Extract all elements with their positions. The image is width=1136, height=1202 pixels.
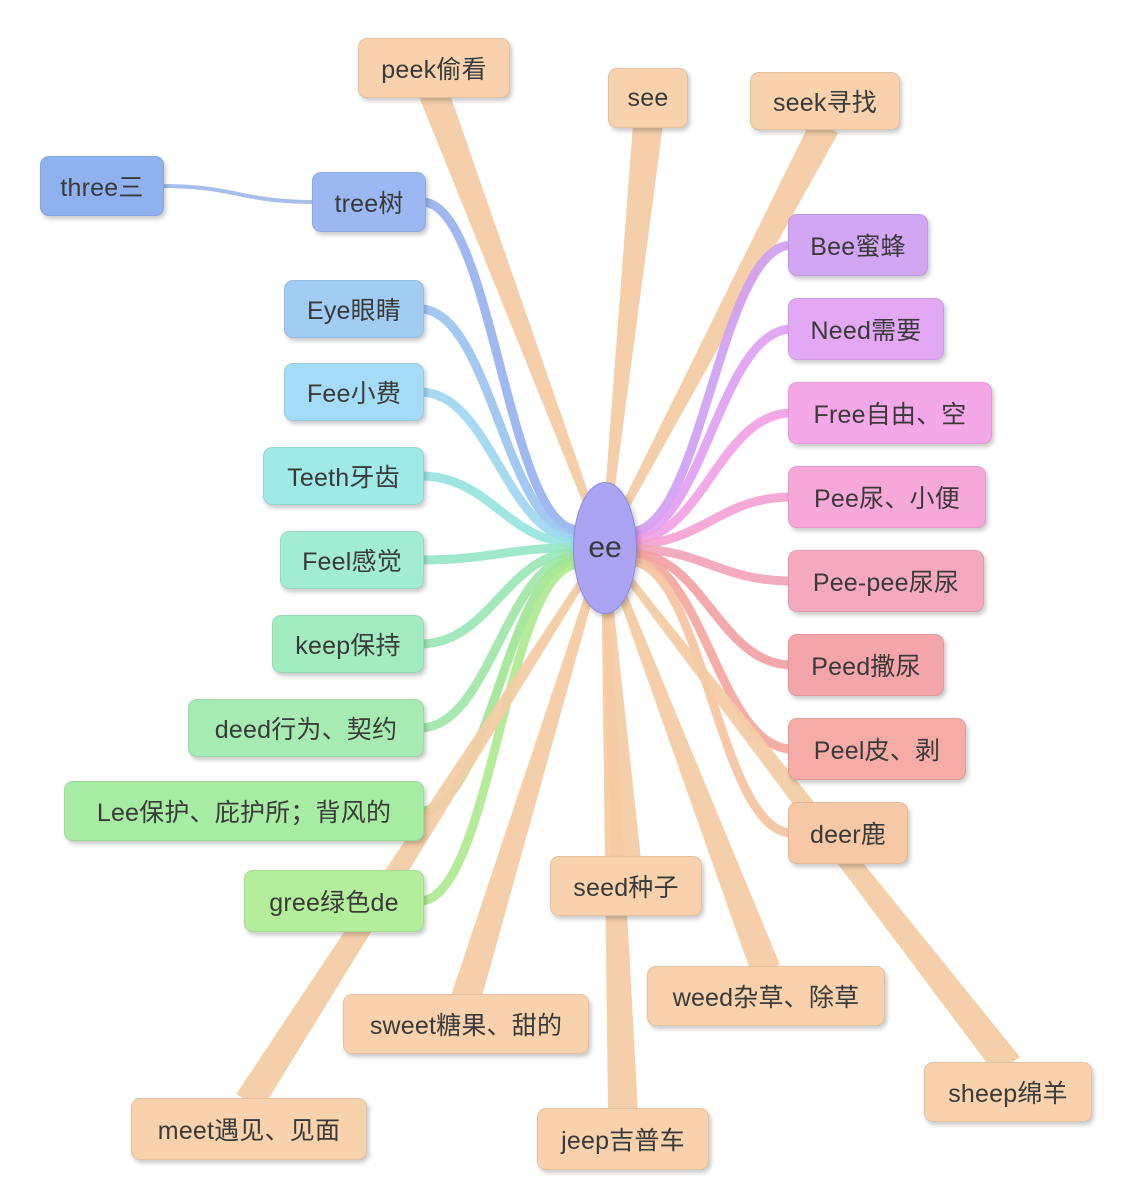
connector-center-free <box>625 408 797 545</box>
connector-center-pee <box>625 492 797 549</box>
node-three[interactable]: three三 <box>40 156 164 216</box>
node-teeth[interactable]: Teeth牙齿 <box>263 447 424 505</box>
connector-center-peel <box>625 552 797 754</box>
connector-center-gree <box>415 560 583 906</box>
node-bee[interactable]: Bee蜜蜂 <box>788 214 928 276</box>
connector-center-fee <box>415 387 583 544</box>
connector-center-eye <box>415 304 583 540</box>
node-tree[interactable]: tree树 <box>312 172 426 232</box>
connector-center-peed <box>625 548 797 670</box>
connector-center-tree <box>417 197 583 535</box>
node-gree[interactable]: gree绿色de <box>244 870 424 932</box>
connector-center-bee <box>625 240 797 537</box>
connector-center-seek <box>601 119 839 549</box>
connector-center-deed <box>415 551 583 733</box>
node-jeep[interactable]: jeep吉普车 <box>537 1108 709 1170</box>
connector-center-feel <box>415 543 583 565</box>
node-seek[interactable]: seek寻找 <box>750 72 900 130</box>
connector-center-need <box>625 324 797 541</box>
connector-tree-three <box>158 184 318 204</box>
node-peel[interactable]: Peel皮、剥 <box>788 718 966 780</box>
node-sweet[interactable]: sweet糖果、甜的 <box>343 994 589 1054</box>
node-seed[interactable]: seed种子 <box>550 856 702 916</box>
center-node-ee[interactable]: ee <box>573 482 637 614</box>
connector-center-see <box>601 122 663 548</box>
connector-center-weed <box>601 545 781 976</box>
connector-center-deer <box>625 556 797 838</box>
connector-center-teeth <box>415 471 583 548</box>
node-meet[interactable]: meet遇见、见面 <box>131 1098 367 1160</box>
node-free[interactable]: Free自由、空 <box>788 382 992 444</box>
node-deed[interactable]: deed行为、契约 <box>188 699 424 757</box>
node-feel[interactable]: Feel感觉 <box>280 531 424 589</box>
node-sheep[interactable]: sheep绵羊 <box>924 1062 1092 1122</box>
node-pee-pee[interactable]: Pee-pee尿尿 <box>788 550 984 612</box>
connector-center-keep <box>415 547 583 649</box>
node-peek[interactable]: peek偷看 <box>358 38 510 98</box>
node-eye[interactable]: Eye眼睛 <box>284 280 424 338</box>
node-peed[interactable]: Peed撒尿 <box>788 634 944 696</box>
node-weed[interactable]: weed杂草、除草 <box>647 966 885 1026</box>
node-pee[interactable]: Pee尿、小便 <box>788 466 986 528</box>
node-lee[interactable]: Lee保护、庇护所；背风的 <box>64 781 424 841</box>
node-keep[interactable]: keep保持 <box>272 615 424 673</box>
connector-center-jeep <box>601 546 638 1113</box>
node-need[interactable]: Need需要 <box>788 298 944 360</box>
connector-center-sweet <box>451 546 607 1003</box>
node-deer[interactable]: deer鹿 <box>788 802 908 864</box>
node-fee[interactable]: Fee小费 <box>284 363 424 421</box>
connector-center-peek <box>419 88 607 549</box>
node-see[interactable]: see <box>608 68 688 128</box>
connector-center-peepee <box>625 544 797 586</box>
